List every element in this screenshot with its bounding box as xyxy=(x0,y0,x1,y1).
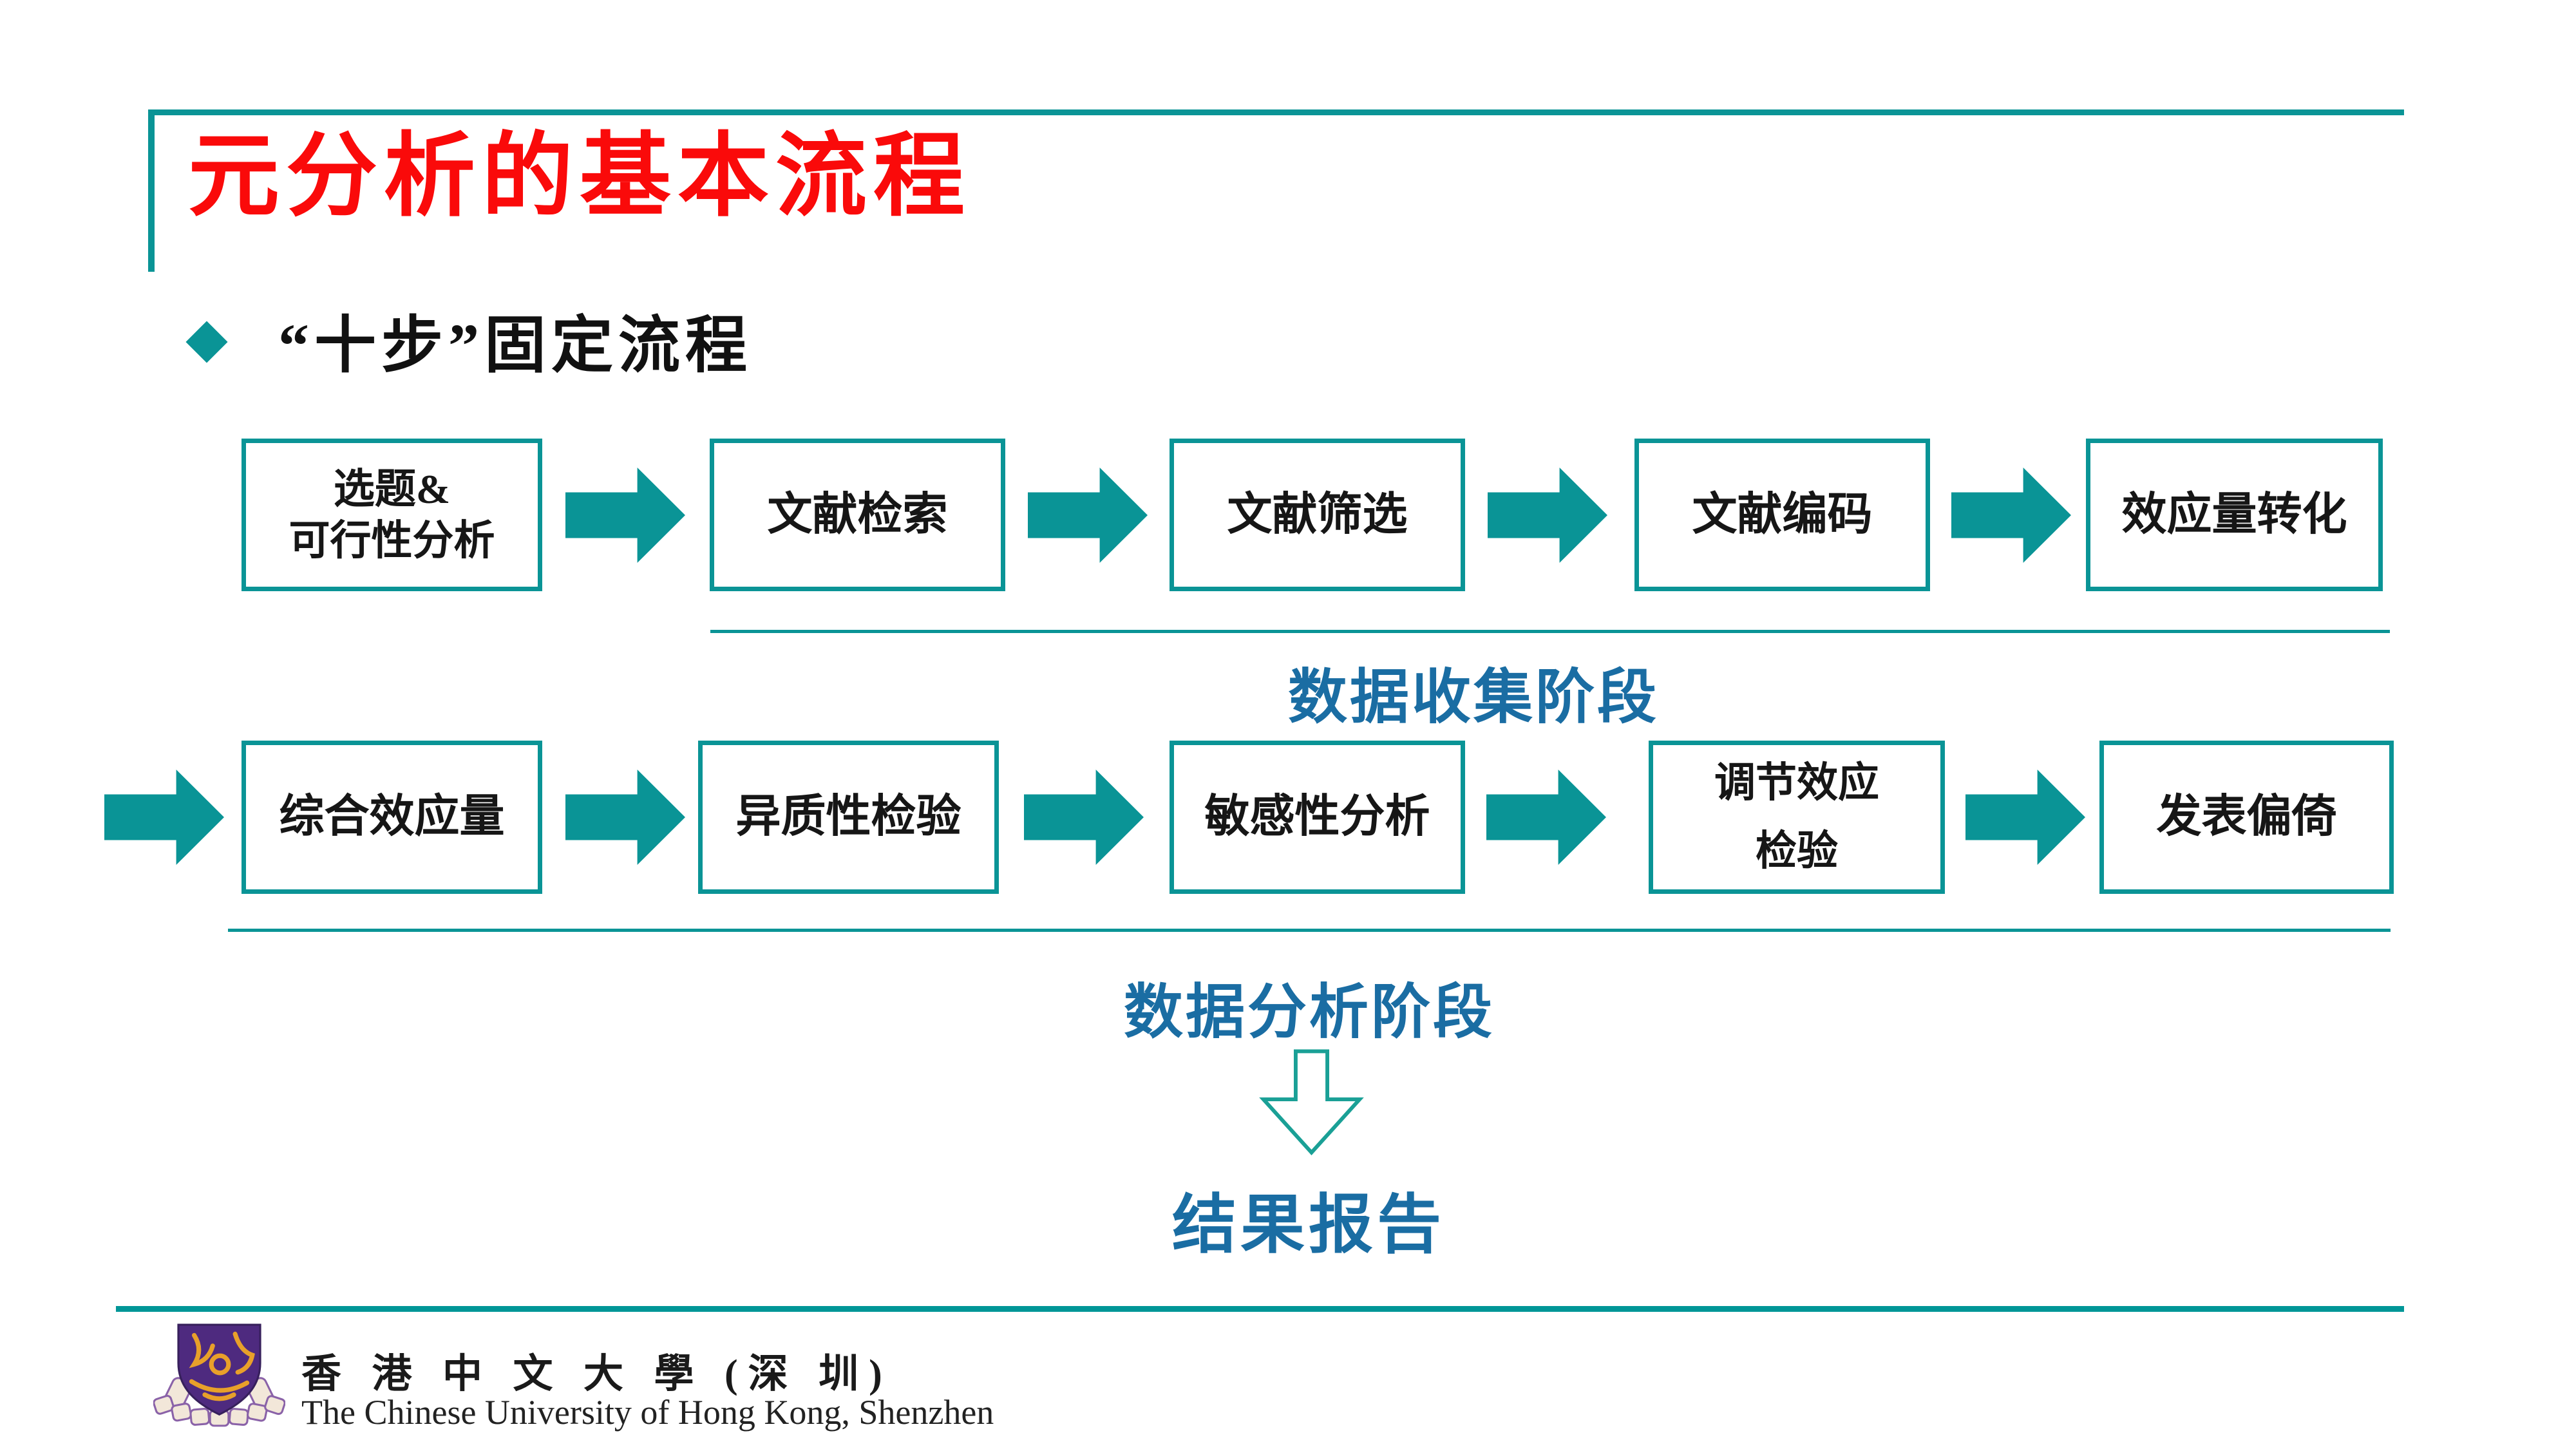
university-name-cn: 香 港 中 文 大 學 (深 圳) xyxy=(301,1352,893,1396)
flow-box-line: 可行性分析 xyxy=(289,517,495,564)
cuhk-logo xyxy=(153,1323,285,1427)
right-arrow-icon xyxy=(565,770,685,865)
bullet-diamond-icon xyxy=(185,321,228,363)
stage1-label: 数据收集阶段 xyxy=(1288,665,1660,730)
flow-box-sensitivity-analysis: 敏感性分析 xyxy=(1170,741,1465,894)
right-arrow-icon xyxy=(1486,770,1606,865)
flow-box-literature-screening: 文献筛选 xyxy=(1170,439,1465,591)
flow-box-overall-effect-size: 综合效应量 xyxy=(242,741,542,894)
flow-box-line: 发表偏倚 xyxy=(2156,792,2337,842)
flow-box-heterogeneity-test: 异质性检验 xyxy=(698,741,999,894)
left-border-line xyxy=(148,109,155,272)
flow-box-literature-search: 文献检索 xyxy=(710,439,1005,591)
right-arrow-icon xyxy=(1028,468,1148,563)
right-arrow-icon xyxy=(565,468,685,563)
right-arrow-icon xyxy=(104,770,224,865)
right-arrow-icon xyxy=(1024,770,1144,865)
flow-box-line: 文献编码 xyxy=(1692,489,1873,540)
flow-box-line: 综合效应量 xyxy=(279,792,505,842)
flow-box-moderation-test: 调节效应 检验 xyxy=(1649,741,1945,894)
flow-box-literature-coding: 文献编码 xyxy=(1634,439,1930,591)
page-title: 元分析的基本流程 xyxy=(188,126,971,227)
flow-box-line: 文献检索 xyxy=(767,489,948,540)
flow-box-line: 文献筛选 xyxy=(1227,489,1408,540)
flow-box-line: 效应量转化 xyxy=(2121,489,2347,540)
bullet-text: “十步”固定流程 xyxy=(278,311,752,380)
flow-box-effect-size-conversion: 效应量转化 xyxy=(2086,439,2383,591)
stage1-underline xyxy=(710,630,2390,633)
down-arrow-icon xyxy=(1259,1049,1364,1156)
right-arrow-icon xyxy=(1488,468,1607,563)
flow-box-line: 检验 xyxy=(1756,828,1838,874)
top-border-line xyxy=(148,109,2404,115)
flow-box-line: 敏感性分析 xyxy=(1204,792,1430,842)
stage2-underline xyxy=(228,929,2391,932)
right-arrow-icon xyxy=(1951,468,2071,563)
result-label: 结果报告 xyxy=(1172,1189,1445,1261)
right-arrow-icon xyxy=(1965,770,2085,865)
flow-box-line: 选题& xyxy=(333,466,451,512)
footer-divider-bar xyxy=(116,1306,2404,1312)
flow-box-topic-feasibility: 选题& 可行性分析 xyxy=(242,439,542,591)
flow-box-line: 异质性检验 xyxy=(735,792,961,842)
university-name-en: The Chinese University of Hong Kong, She… xyxy=(301,1393,994,1432)
stage2-label: 数据分析阶段 xyxy=(1124,980,1495,1045)
flow-box-line: 调节效应 xyxy=(1714,760,1879,806)
flow-box-publication-bias: 发表偏倚 xyxy=(2099,741,2394,894)
